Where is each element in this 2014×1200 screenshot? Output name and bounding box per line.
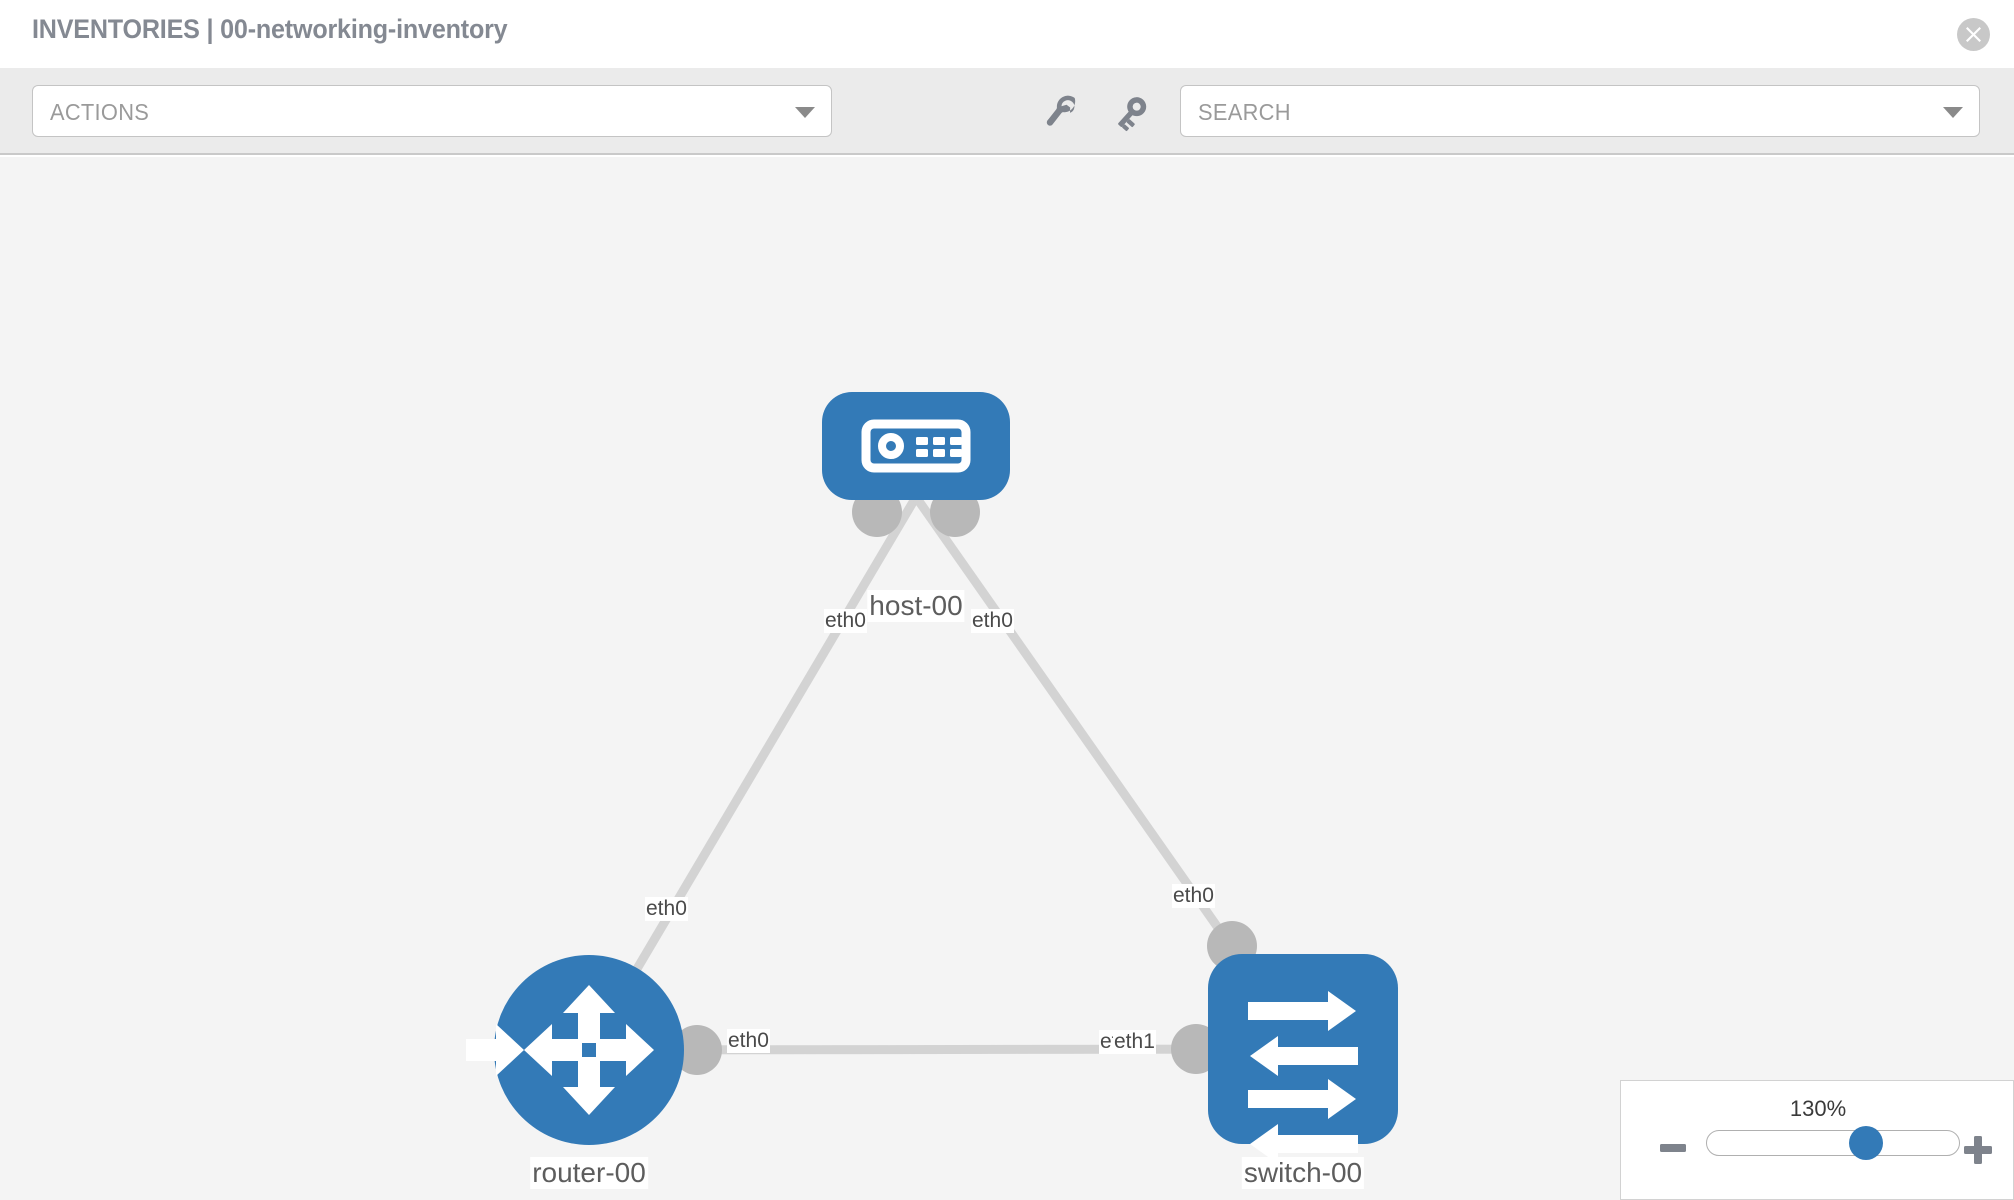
port-router-00-eth0[interactable]	[672, 1025, 722, 1075]
actions-dropdown[interactable]: ACTIONS	[32, 85, 832, 137]
node-label-router-00: router-00	[530, 1157, 648, 1189]
toolbar: ACTIONS SEARCH	[0, 68, 2014, 155]
close-icon[interactable]	[1957, 18, 1990, 51]
switch-arrows-icon	[1248, 991, 1358, 1164]
topology-ports	[672, 487, 1257, 1075]
search-placeholder: SEARCH	[1198, 99, 1291, 125]
link-router-00-host-00[interactable]	[585, 494, 920, 1053]
zoom-level-value: 130%	[1789, 1096, 1847, 1121]
node-host-00[interactable]	[822, 392, 1010, 500]
wrench-glyph	[1046, 95, 1076, 126]
iface-label-router-00-eth0-uplink: eth0	[645, 897, 688, 921]
page-title: INVENTORIES | 00-networking-inventory	[32, 14, 508, 44]
close-x-glyph	[1966, 27, 1981, 42]
server-icon	[861, 419, 971, 473]
key-glyph	[1118, 97, 1147, 132]
topology-canvas[interactable]: host-00 router-00 switch-00 eth0 eth0 et…	[0, 157, 2014, 1200]
actions-dropdown-label: ACTIONS	[50, 99, 150, 125]
node-label-host-00: host-00	[867, 590, 965, 622]
topology-links	[585, 494, 1307, 1055]
wrench-icon[interactable]	[1040, 90, 1086, 136]
iface-label-host-00-eth0-left: eth0	[824, 609, 867, 633]
router-arrows-icon	[466, 985, 654, 1115]
iface-label-switch-00-eth1: eth1	[1113, 1030, 1156, 1054]
node-switch-00[interactable]	[1208, 954, 1398, 1164]
node-label-switch-00: switch-00	[1241, 1157, 1365, 1189]
iface-label-host-00-eth0-right: eth0	[971, 609, 1014, 633]
search-input[interactable]: SEARCH	[1180, 85, 1980, 137]
node-router-00[interactable]	[466, 955, 684, 1145]
zoom-slider-thumb[interactable]	[1848, 1126, 1883, 1160]
zoom-slider-track[interactable]	[1706, 1126, 1960, 1160]
chevron-down-icon	[1943, 107, 1963, 118]
iface-label-switch-00-eth0-uplink: eth0	[1172, 884, 1215, 908]
topology-graph	[466, 392, 1398, 1164]
iface-label-router-00-eth0: eth0	[727, 1029, 770, 1053]
minus-icon	[1660, 1144, 1686, 1152]
zoom-control-panel: 130%	[1620, 1080, 2014, 1200]
zoom-in-button[interactable]	[1963, 1135, 1993, 1170]
chevron-down-icon	[795, 107, 815, 118]
zoom-out-button[interactable]	[1659, 1135, 1687, 1166]
key-icon[interactable]	[1108, 90, 1154, 136]
page-header: INVENTORIES | 00-networking-inventory	[0, 0, 2014, 68]
plus-icon	[1964, 1136, 1992, 1164]
